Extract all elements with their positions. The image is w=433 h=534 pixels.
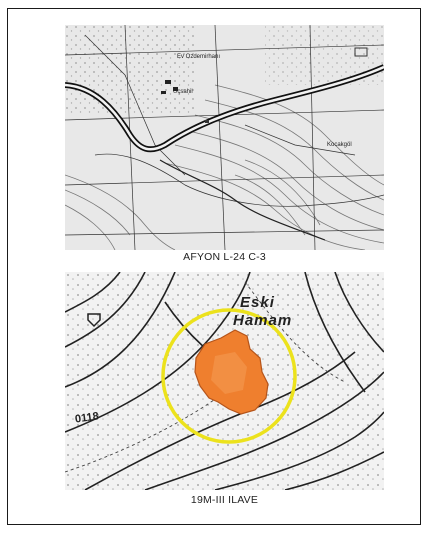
place-label-kocakgol: Kocakgöl bbox=[327, 142, 352, 148]
map-caption-ilave: 19M-III ILAVE bbox=[190, 494, 259, 506]
site-marker-circle bbox=[161, 308, 297, 444]
place-label-eski: Eski bbox=[240, 294, 275, 311]
topographic-map-afyon: Ev Ozdemirhanı Üçsahil Kocakgöl bbox=[65, 25, 384, 250]
map-afyon-drawing: Ev Ozdemirhanı Üçsahil Kocakgöl bbox=[65, 25, 384, 250]
place-label-ucsahil: Üçsahil bbox=[173, 88, 193, 95]
detail-map-hamam: Eski Hamam 0118 bbox=[65, 272, 384, 490]
place-label-ozdemirhani: Ev Ozdemirhanı bbox=[177, 54, 220, 60]
map-hamam-drawing bbox=[65, 272, 384, 490]
map-caption-afyon: AFYON L-24 C-3 bbox=[183, 251, 266, 263]
place-label-hamam: Hamam bbox=[233, 312, 293, 329]
